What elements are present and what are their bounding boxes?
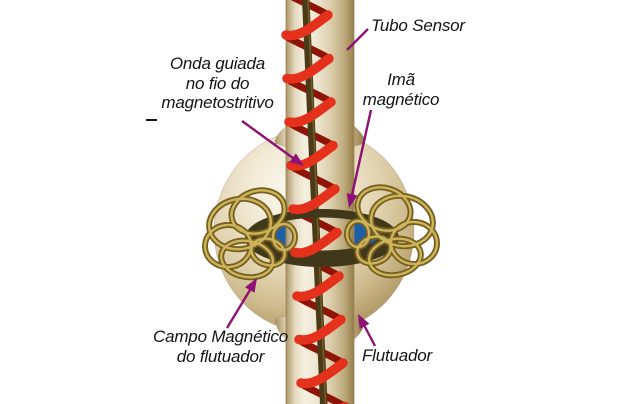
guided-wave-front-strands — [281, 10, 350, 404]
field-coils-right — [344, 184, 440, 279]
label-tubo-sensor: Tubo Sensor — [371, 16, 465, 35]
underline-mark — [146, 119, 157, 121]
label-campo-magnetico: Campo Magnético do flutuador — [153, 327, 288, 366]
label-ima-magnetico: Imã magnético — [362, 70, 440, 109]
field-coils-left — [202, 187, 298, 281]
flutuador-arrow-line — [362, 324, 377, 347]
ima-magnetico-arrowhead — [346, 193, 358, 208]
label-onda-guiada: Onda guiada no fio do magnetostritivo — [161, 54, 274, 112]
onda-guiada-arrowhead — [289, 153, 304, 166]
annotation-arrows — [225, 28, 377, 347]
campo-magnetico-arrowhead — [245, 278, 257, 293]
ima-magnetico-arrow-line — [350, 109, 373, 196]
label-flutuador: Flutuador — [362, 346, 433, 365]
onda-guiada-arrow-line — [241, 120, 294, 159]
campo-magnetico-arrow-line — [225, 289, 252, 329]
tubo-sensor-leader-line — [346, 28, 369, 51]
flutuador-arrowhead — [358, 314, 370, 329]
